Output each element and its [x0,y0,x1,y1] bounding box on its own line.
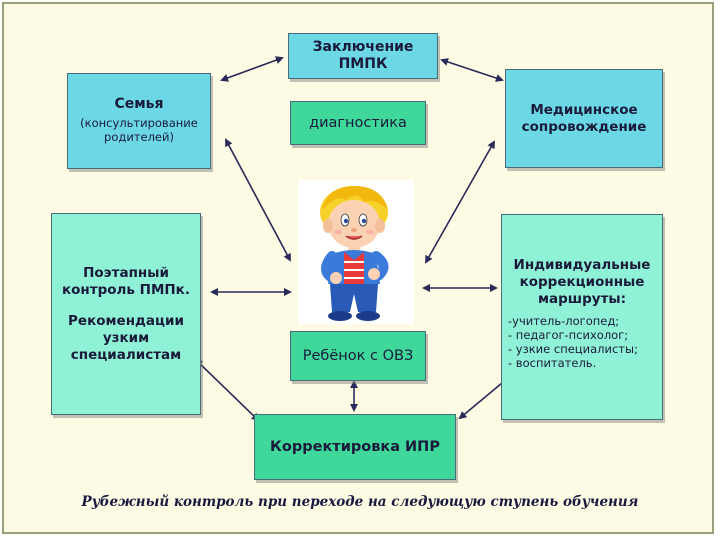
family-subtitle: (консультирование родителей) [80,116,198,144]
child-box: Ребёнок с ОВЗ [290,331,426,381]
arrow-medical-child [425,140,495,264]
arrow-family-child [225,138,291,262]
control-box: Поэтапный контроль ПМПк. Рекомендации уз… [51,213,201,415]
medical-box: Медицинское сопровождение [505,69,663,168]
footer-caption: Рубежный контроль при переходе на следую… [81,494,639,510]
arrow-conclusion-medical [440,58,504,82]
family-box: Семья (консультирование родителей) [67,73,211,169]
routes-list: -учитель-логопед; - педагог-психолог; - … [508,314,656,370]
routes-item: - педагог-психолог; [508,328,629,342]
conclusion-box: Заключение ПМПК [288,33,438,79]
routes-box: Индивидуальные коррекционные маршруты: -… [501,214,663,420]
diagnostics-label: диагностика [309,115,407,131]
child-label: Ребёнок с ОВЗ [302,348,414,364]
routes-title: Индивидуальные коррекционные маршруты: [513,257,651,307]
correction-label: Корректировка ИПР [270,439,440,455]
routes-item: - узкие специалисты; [508,342,638,356]
family-title: Семья [114,96,164,112]
conclusion-label: Заключение ПМПК [312,39,414,72]
control-label-2: Рекомендации узким специалистам [68,312,184,363]
arrow-control-correction [194,358,260,422]
correction-box: Корректировка ИПР [254,414,456,480]
routes-item: - воспитатель. [508,356,597,370]
medical-label: Медицинское сопровождение [521,101,647,135]
boy-illustration-icon [298,180,414,324]
arrow-family-conclusion [220,56,284,82]
control-label-1: Поэтапный контроль ПМПк. [62,264,190,298]
diagnostics-box: диагностика [290,101,426,145]
routes-item: -учитель-логопед; [508,314,620,328]
